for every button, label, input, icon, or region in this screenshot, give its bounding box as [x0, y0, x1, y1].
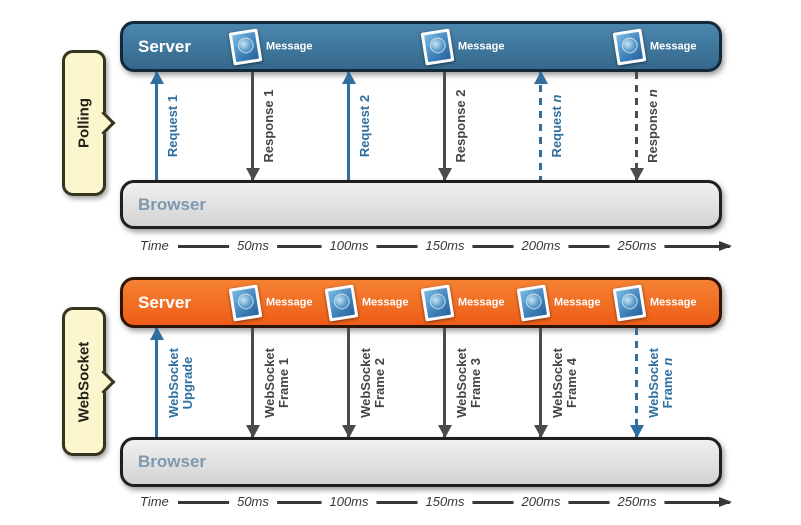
arrow-label: Response 2 [453, 89, 468, 163]
websocket-server-bar: Server Message Message Message Message M… [120, 277, 722, 328]
polling-request-2-arrow: Request 2 [347, 72, 372, 180]
stamp-emblem [616, 31, 643, 62]
arrow-label: WebSocket Frame 2 [358, 347, 387, 418]
axis-origin-label: Time [140, 238, 178, 254]
axis-tick-150ms: 150ms [417, 238, 473, 254]
arrow-label: WebSocket Upgrade [166, 347, 195, 418]
arrow-label: WebSocket Frame 4 [550, 347, 579, 418]
polling-time-axis: Time 50ms 100ms 150ms 200ms 250ms [140, 238, 732, 254]
polling-browser-bar: Browser [120, 180, 722, 229]
stamp-emblem [616, 287, 643, 318]
arrow-label: Request 1 [165, 94, 180, 158]
polling-request-1-arrow: Request 1 [155, 72, 180, 180]
mail-stamp-icon [420, 283, 455, 322]
polling-arrow-lane: Request 1 Response 1 Request 2 Response … [0, 72, 801, 180]
message-indicator: Message [420, 27, 505, 66]
mail-stamp-icon [420, 27, 455, 66]
message-label: Message [266, 296, 313, 309]
mail-stamp-icon [516, 283, 551, 322]
websocket-frame-2-arrow: WebSocket Frame 2 [347, 328, 387, 437]
arrow-label: Response 1 [261, 89, 276, 163]
message-indicator: Message [228, 283, 313, 322]
message-label: Message [458, 296, 505, 309]
websocket-browser-label: Browser [138, 452, 207, 471]
websocket-browser-bar: Browser [120, 437, 722, 487]
polling-request-n-arrow: Request n [539, 72, 564, 180]
axis-tick-100ms: 100ms [321, 494, 377, 510]
polling-callout: Polling [62, 50, 106, 196]
mail-stamp-icon [612, 27, 647, 66]
message-label: Message [650, 296, 697, 309]
stamp-emblem [424, 287, 451, 318]
axis-tick-250ms: 250ms [609, 238, 665, 254]
message-indicator: Message [228, 27, 313, 66]
polling-response-n-arrow: Response n [635, 72, 660, 180]
websocket-time-axis: Time 50ms 100ms 150ms 200ms 250ms [140, 494, 732, 510]
arrow-label: WebSocket Frame n [646, 347, 675, 418]
polling-server-label: Server [138, 36, 191, 56]
axis-origin-label: Time [140, 494, 178, 510]
axis-tick-100ms: 100ms [321, 238, 377, 254]
mail-stamp-icon [228, 27, 263, 66]
websocket-frame-3-arrow: WebSocket Frame 3 [443, 328, 483, 437]
arrow-label: Request n [549, 94, 564, 158]
stamp-emblem [424, 31, 451, 62]
message-indicator: Message [612, 27, 697, 66]
polling-server-bar: Server Message Message Message [120, 21, 722, 72]
message-indicator: Message [612, 283, 697, 322]
polling-response-1-arrow: Response 1 [251, 72, 276, 180]
mail-stamp-icon [612, 283, 647, 322]
arrow-label: WebSocket Frame 3 [454, 347, 483, 418]
axis-tick-150ms: 150ms [417, 494, 473, 510]
websocket-callout: WebSocket [62, 307, 106, 456]
axis-tick-200ms: 200ms [513, 494, 569, 510]
message-label: Message [362, 296, 409, 309]
arrow-label: WebSocket Frame 1 [262, 347, 291, 418]
websocket-server-label: Server [138, 292, 191, 312]
message-indicator: Message [516, 283, 601, 322]
websocket-frame-n-arrow: WebSocket Frame n [635, 328, 675, 437]
websocket-arrow-lane: WebSocket Upgrade WebSocket Frame 1 WebS… [0, 328, 801, 437]
axis-tick-250ms: 250ms [609, 494, 665, 510]
message-label: Message [554, 296, 601, 309]
stamp-emblem [328, 287, 355, 318]
arrow-label: Response n [645, 89, 660, 163]
polling-browser-label: Browser [138, 194, 207, 214]
mail-stamp-icon [324, 283, 359, 322]
message-label: Message [650, 40, 697, 53]
arrow-label: Request 2 [357, 94, 372, 158]
message-indicator: Message [324, 283, 409, 322]
message-indicator: Message [420, 283, 505, 322]
axis-tick-200ms: 200ms [513, 238, 569, 254]
mail-stamp-icon [228, 283, 263, 322]
axis-tick-50ms: 50ms [229, 494, 277, 510]
polling-response-2-arrow: Response 2 [443, 72, 468, 180]
websocket-upgrade-arrow: WebSocket Upgrade [155, 328, 195, 437]
message-label: Message [458, 40, 505, 53]
axis-tick-50ms: 50ms [229, 238, 277, 254]
stamp-emblem [232, 287, 259, 318]
stamp-emblem [232, 31, 259, 62]
websocket-frame-4-arrow: WebSocket Frame 4 [539, 328, 579, 437]
stamp-emblem [520, 287, 547, 318]
message-label: Message [266, 40, 313, 53]
websocket-frame-1-arrow: WebSocket Frame 1 [251, 328, 291, 437]
